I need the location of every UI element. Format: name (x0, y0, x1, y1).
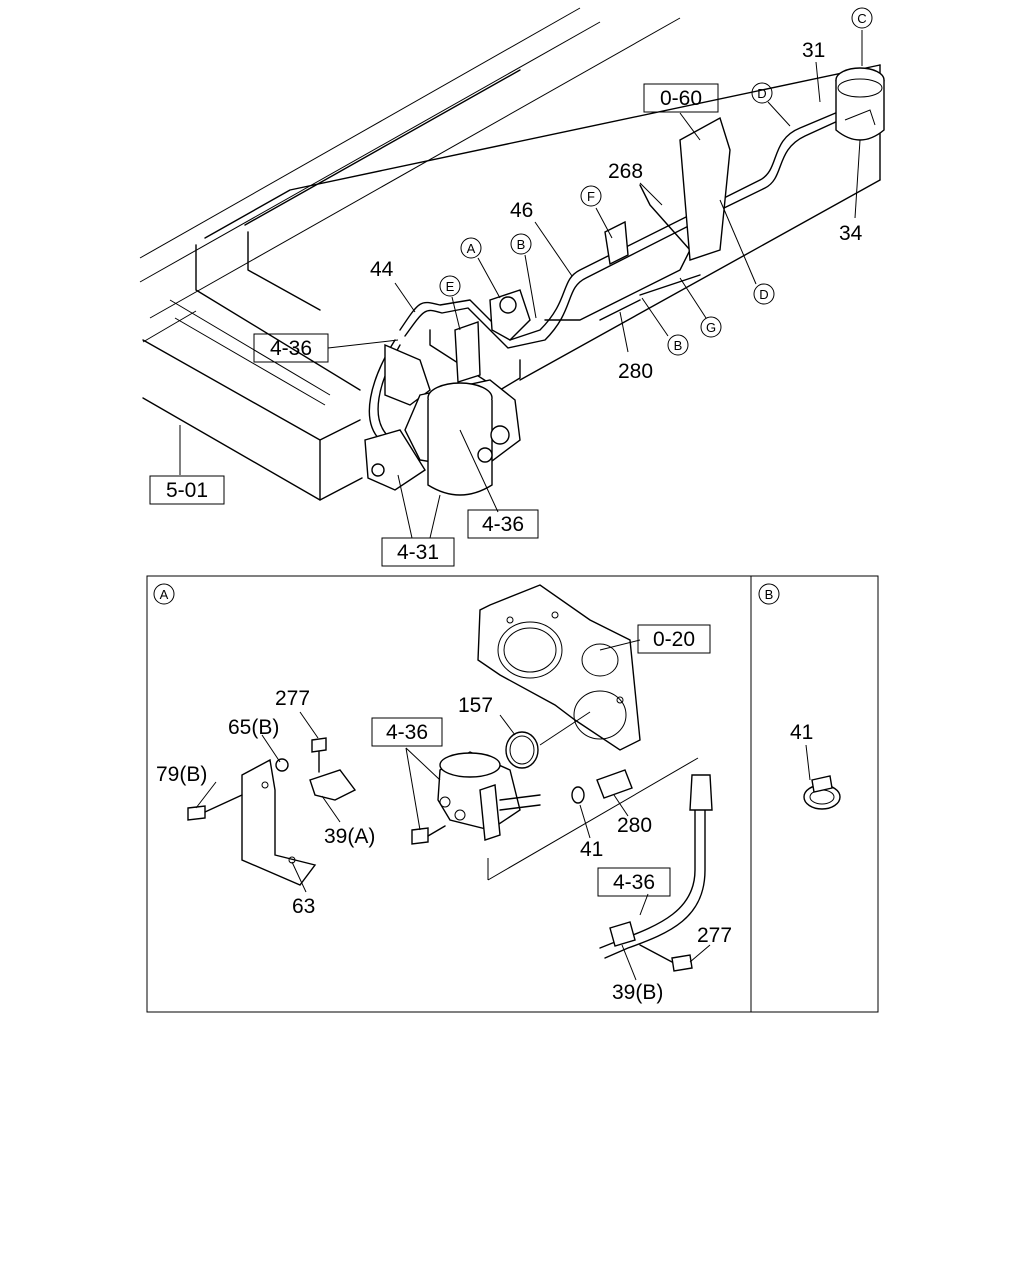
part-79b-label: 79(B) (156, 763, 207, 786)
part-63-label: 63 (292, 895, 315, 918)
svg-text:A: A (467, 241, 476, 256)
marker-f: F (580, 185, 602, 207)
ref-4-31-text: 4-31 (397, 541, 439, 564)
part-31-label: 31 (802, 39, 825, 62)
part-46-label: 46 (510, 199, 533, 222)
marker-d-bottom: D (753, 283, 775, 305)
svg-text:F: F (587, 189, 595, 204)
brake-lines (368, 111, 841, 461)
marker-g: G (700, 316, 722, 338)
part-34-label: 34 (839, 222, 863, 245)
svg-text:B: B (765, 587, 774, 602)
ref-box-4-36-pump[interactable]: 4-36 (467, 509, 539, 539)
ref-box-4-36-top[interactable]: 4-36 (253, 333, 329, 363)
reservoir-tank (835, 67, 885, 141)
marker-b-mid: B (667, 334, 689, 356)
marker-d-top: D (751, 82, 773, 104)
marker-b-top: B (510, 233, 532, 255)
ref-box-4-36-detail-pump[interactable]: 4-36 (371, 717, 443, 747)
panel-b-marker: B (758, 583, 780, 605)
part-41-b-label: 41 (790, 721, 813, 744)
cover-plate (477, 584, 641, 751)
ref-box-5-01[interactable]: 5-01 (149, 475, 225, 505)
ref-box-0-60[interactable]: 0-60 (643, 83, 719, 113)
svg-text:D: D (757, 86, 766, 101)
ref-0-60-text: 0-60 (660, 87, 702, 110)
top-leaders (179, 30, 863, 539)
detail-panels-frame (146, 575, 879, 1013)
svg-text:C: C (857, 11, 866, 26)
ref-4-36-detail-pump-text: 4-36 (386, 721, 428, 744)
clamp-detail-b (803, 775, 841, 810)
svg-text:B: B (517, 237, 526, 252)
pump-detail (411, 711, 699, 881)
part-277-a-label: 277 (275, 687, 310, 710)
ref-4-36-detail-hose-text: 4-36 (613, 871, 655, 894)
part-41-a-label: 41 (580, 838, 603, 861)
ref-box-4-31[interactable]: 4-31 (381, 537, 455, 567)
pump-assembly (364, 289, 531, 496)
part-277-b-label: 277 (697, 924, 732, 947)
ref-box-0-20[interactable]: 0-20 (637, 624, 711, 654)
svg-text:G: G (706, 320, 716, 335)
part-44-label: 44 (370, 258, 394, 281)
ref-0-20-text: 0-20 (653, 628, 695, 651)
bracket-63 (187, 737, 357, 886)
part-39b-label: 39(B) (612, 981, 663, 1004)
ref-4-36-pump-text: 4-36 (482, 513, 524, 536)
ref-4-36-top-text: 4-36 (270, 337, 312, 360)
panel-a-leaders (195, 639, 811, 981)
panel-a-marker: A (153, 583, 175, 605)
marker-c: C (851, 7, 873, 29)
ref-box-4-36-detail-hose[interactable]: 4-36 (597, 867, 671, 897)
part-65b-label: 65(B) (228, 716, 279, 739)
marker-e: E (439, 275, 461, 297)
svg-text:E: E (446, 279, 455, 294)
part-157-label: 157 (458, 694, 493, 717)
svg-text:A: A (160, 587, 169, 602)
flex-hose (599, 774, 713, 972)
part-280-b-label: 280 (617, 814, 652, 837)
svg-text:B: B (674, 338, 683, 353)
part-280-top-label: 280 (618, 360, 653, 383)
ref-5-01-text: 5-01 (166, 479, 208, 502)
marker-a-top: A (460, 237, 482, 259)
svg-text:D: D (759, 287, 768, 302)
part-268-label: 268 (608, 160, 643, 183)
part-39a-label: 39(A) (324, 825, 375, 848)
